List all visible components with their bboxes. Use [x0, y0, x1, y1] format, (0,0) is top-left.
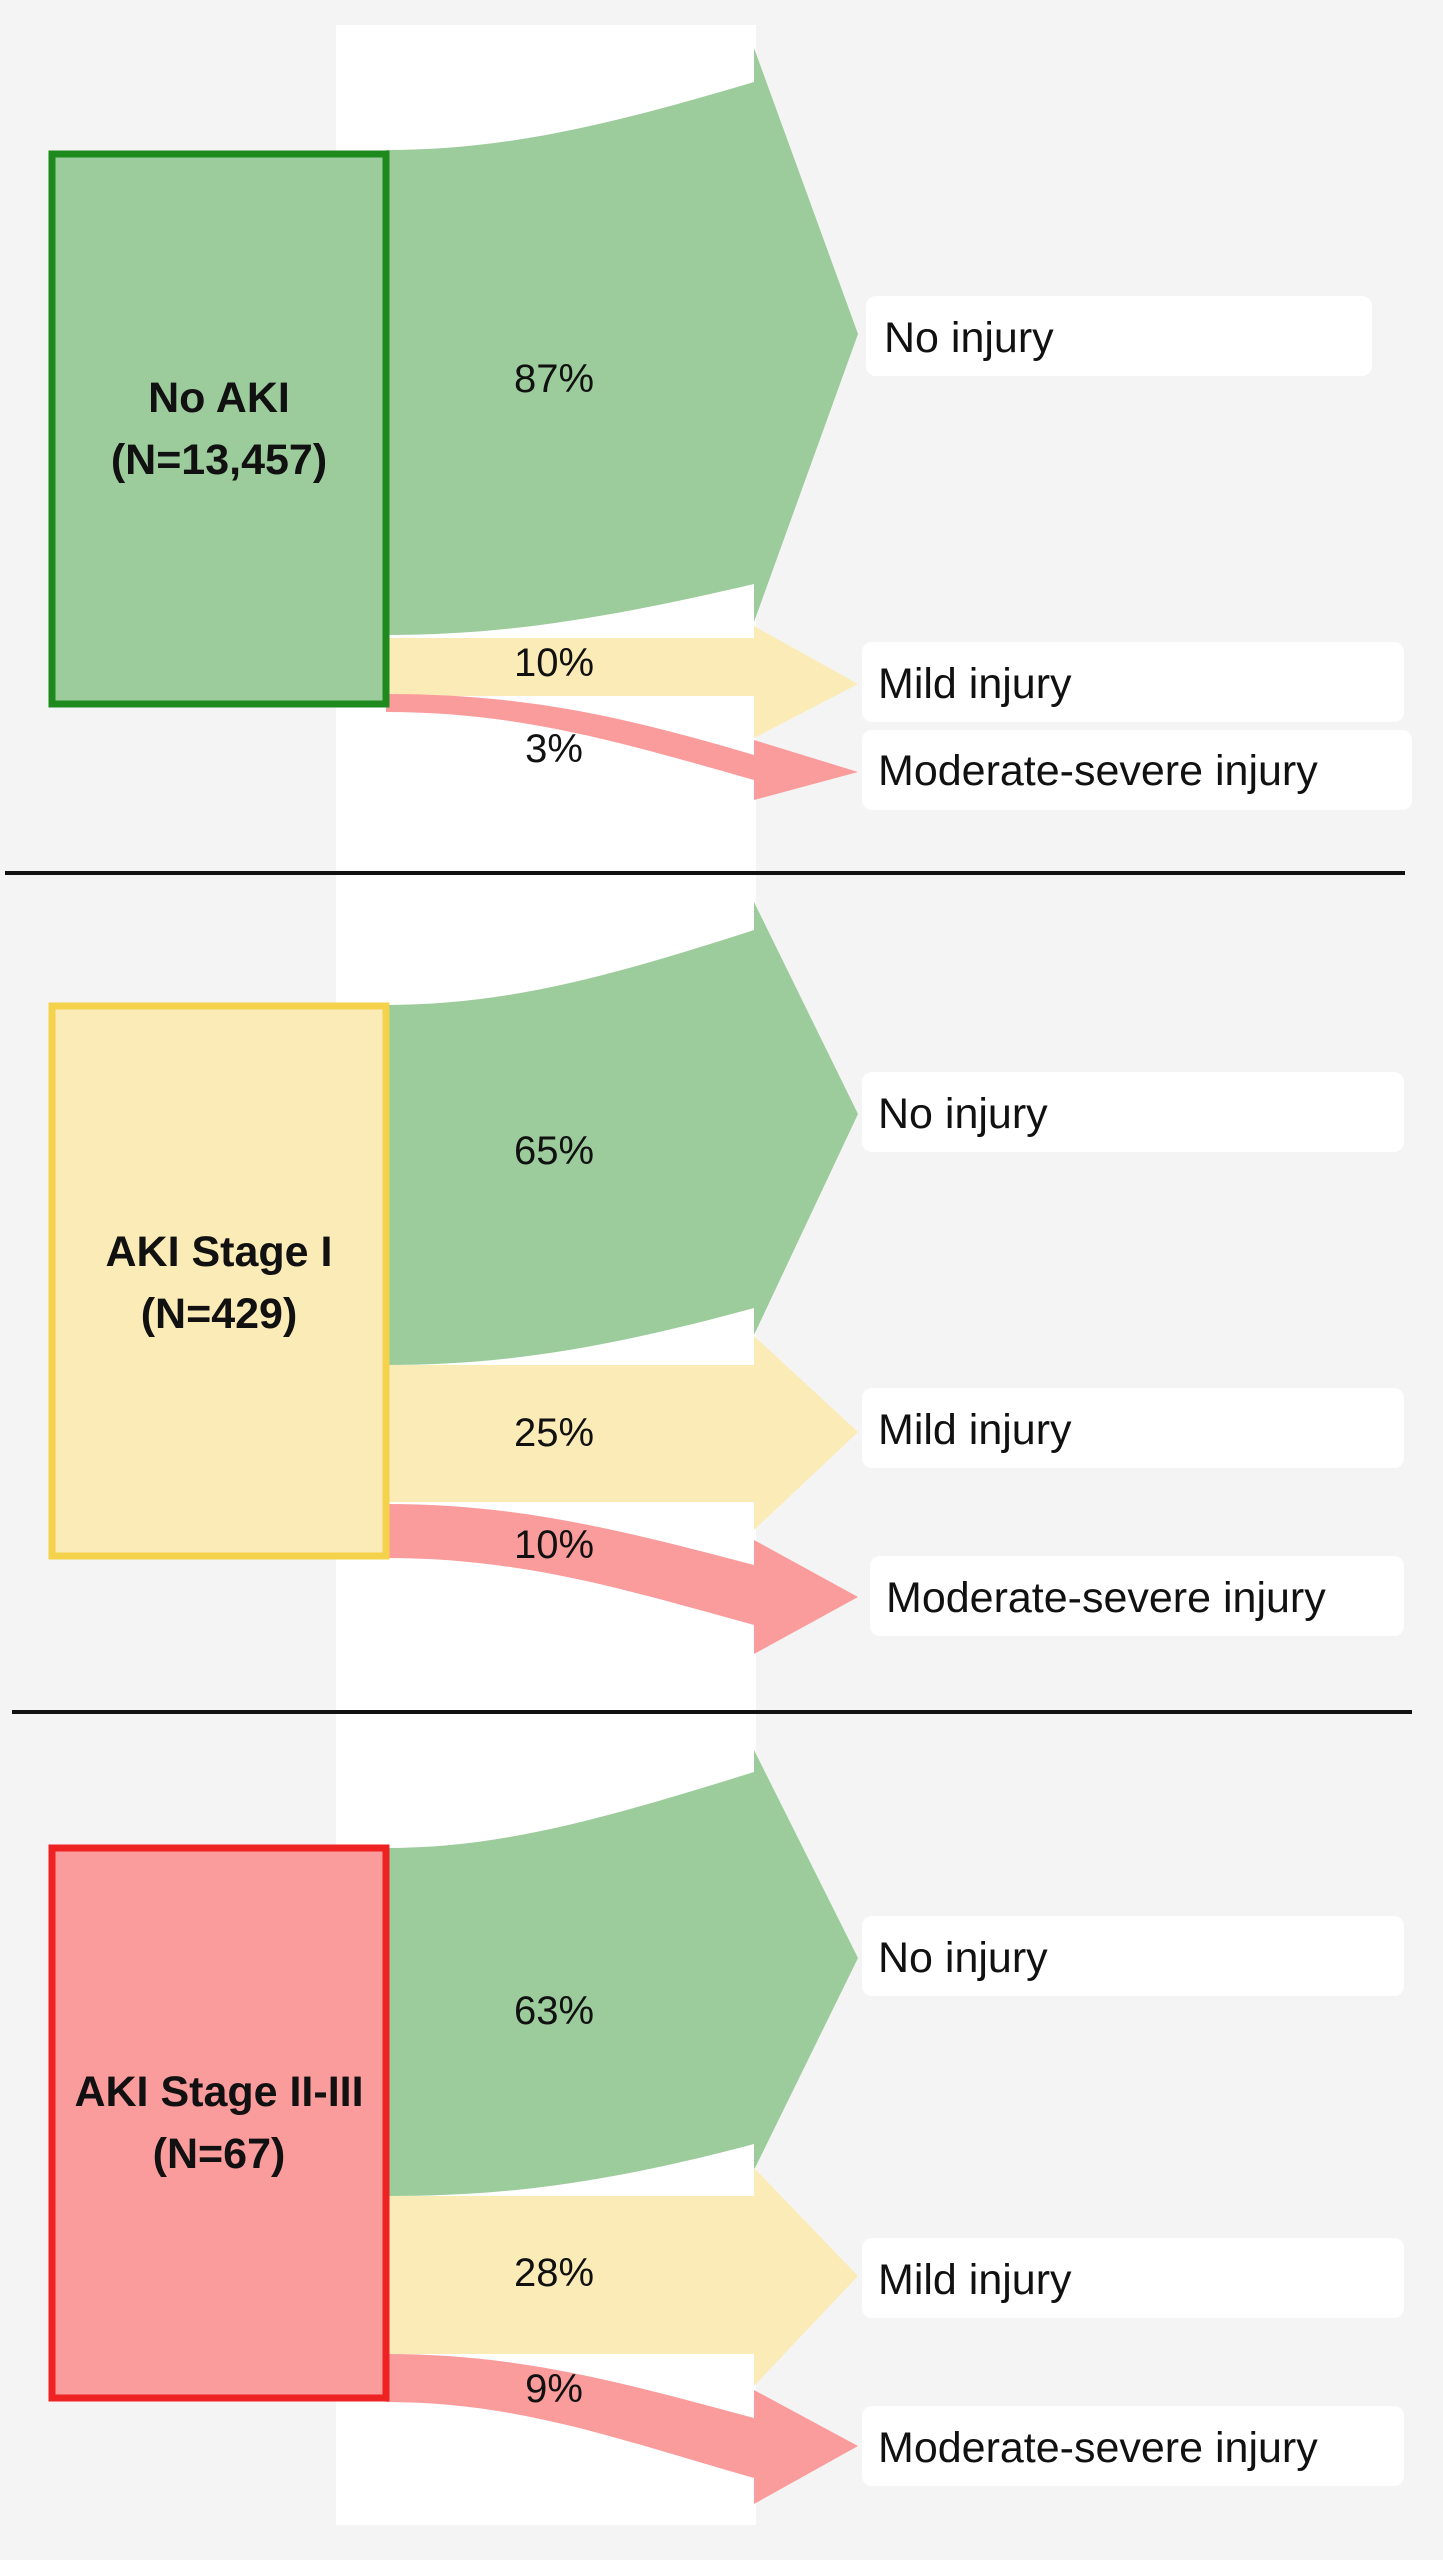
percent-label-mild: 25% — [514, 1411, 594, 1455]
flow-stage1-to-no-injury — [386, 902, 858, 1365]
outcome-label-mild: Mild injury — [878, 660, 1072, 708]
flow-stage23-to-mild — [386, 2168, 858, 2386]
panel-no-aki: No AKI (N=13,457) 87% 10% 3% No injury M… — [48, 48, 1412, 810]
percent-label-moderate: 9% — [525, 2367, 583, 2411]
flow-stage23-to-no-injury — [386, 1750, 858, 2196]
percent-label-moderate: 10% — [514, 1523, 594, 1567]
outcome-label-no-injury: No injury — [878, 1090, 1048, 1138]
outcome-box-mild — [862, 2238, 1404, 2318]
outcome-box-mild — [862, 642, 1404, 722]
flow-no-aki-to-moderate — [386, 694, 858, 800]
percent-label-moderate: 3% — [525, 727, 583, 771]
outcome-box-no-injury — [866, 296, 1372, 376]
source-count: (N=429) — [141, 1290, 298, 1338]
flow-stage23-to-moderate — [386, 2354, 858, 2504]
flow-stage1-to-mild — [386, 1336, 858, 1530]
source-count: (N=13,457) — [111, 436, 327, 484]
panel-aki-stage-2-3: AKI Stage II-III (N=67) 63% 28% 9% No in… — [48, 1750, 1404, 2504]
percent-label-no-injury: 65% — [514, 1129, 594, 1173]
source-name: AKI Stage I — [106, 1228, 333, 1276]
source-count: (N=67) — [153, 2130, 286, 2178]
source-name: No AKI — [148, 374, 290, 422]
source-box-stage1 — [48, 1002, 390, 1560]
outcome-box-no-injury — [862, 1072, 1404, 1152]
flow-no-aki-to-mild — [386, 626, 858, 738]
source-box-no-aki — [48, 150, 390, 708]
percent-label-no-injury: 63% — [514, 1989, 594, 2033]
outcome-box-moderate — [870, 1556, 1404, 1636]
percent-label-mild: 10% — [514, 641, 594, 685]
flow-stage1-to-moderate — [386, 1504, 858, 1654]
outcome-box-mild — [862, 1388, 1404, 1468]
outcome-label-no-injury: No injury — [884, 314, 1054, 362]
outcome-label-moderate: Moderate-severe injury — [878, 747, 1318, 795]
outcome-label-mild: Mild injury — [878, 2256, 1072, 2304]
outcome-box-moderate — [862, 2406, 1404, 2486]
flow-no-aki-to-no-injury — [386, 48, 858, 635]
outcome-box-moderate — [862, 730, 1412, 810]
outcome-label-moderate: Moderate-severe injury — [886, 1574, 1326, 1622]
outcome-box-no-injury — [862, 1916, 1404, 1996]
percent-label-no-injury: 87% — [514, 357, 594, 401]
panel-aki-stage-1: AKI Stage I (N=429) 65% 25% 10% No injur… — [48, 902, 1404, 1654]
source-name: AKI Stage II-III — [74, 2068, 363, 2116]
outcome-label-moderate: Moderate-severe injury — [878, 2424, 1318, 2472]
outcome-label-no-injury: No injury — [878, 1934, 1048, 1982]
source-box-stage23 — [48, 1844, 390, 2402]
outcome-label-mild: Mild injury — [878, 1406, 1072, 1454]
percent-label-mild: 28% — [514, 2251, 594, 2295]
